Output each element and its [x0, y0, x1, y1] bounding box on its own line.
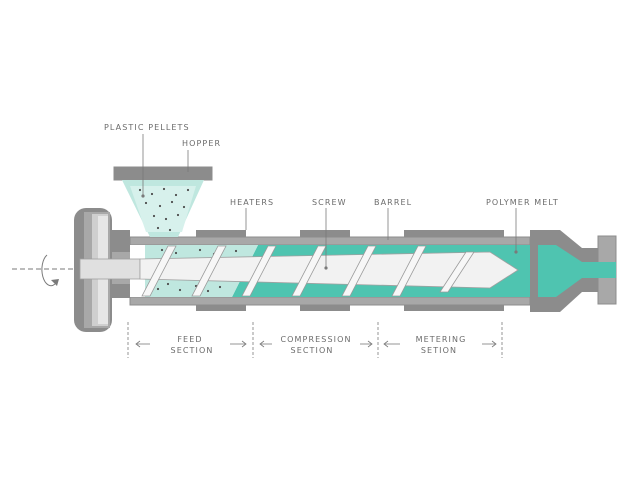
section-arrows	[135, 340, 497, 348]
section-feed-line2: SECTION	[171, 346, 214, 355]
callout-dots	[141, 194, 518, 270]
label-heaters: HEATERS	[230, 198, 274, 207]
rotation-arrowhead-icon	[51, 279, 59, 286]
label-barrel: BARREL	[374, 198, 412, 207]
label-hopper: HOPPER	[182, 139, 221, 148]
label-screw: SCREW	[312, 198, 347, 207]
label-plastic-pellets: PLASTIC PELLETS	[104, 123, 190, 132]
screw	[79, 251, 519, 289]
nozzle	[530, 230, 617, 312]
section-dividers	[127, 322, 503, 358]
section-metering-line1: METERING	[416, 335, 467, 344]
section-metering-line2: SETION	[421, 346, 457, 355]
hopper-pellets	[138, 187, 190, 232]
drive-coupling-bottom	[112, 284, 130, 298]
rotation-arrow-icon	[41, 254, 56, 287]
barrel-wall-bottom	[129, 296, 531, 306]
label-polymer-melt: POLYMER MELT	[486, 198, 559, 207]
drive-coupling-top	[112, 230, 130, 252]
section-compression-line1: COMPRESSION	[280, 335, 351, 344]
hopper	[113, 166, 213, 238]
callout-lines	[142, 134, 517, 268]
section-compression-line2: SECTION	[291, 346, 334, 355]
screw-flights	[141, 245, 475, 297]
barrel-wall-top	[129, 236, 531, 246]
section-feed-line1: FEED	[177, 335, 202, 344]
heaters	[196, 230, 504, 311]
